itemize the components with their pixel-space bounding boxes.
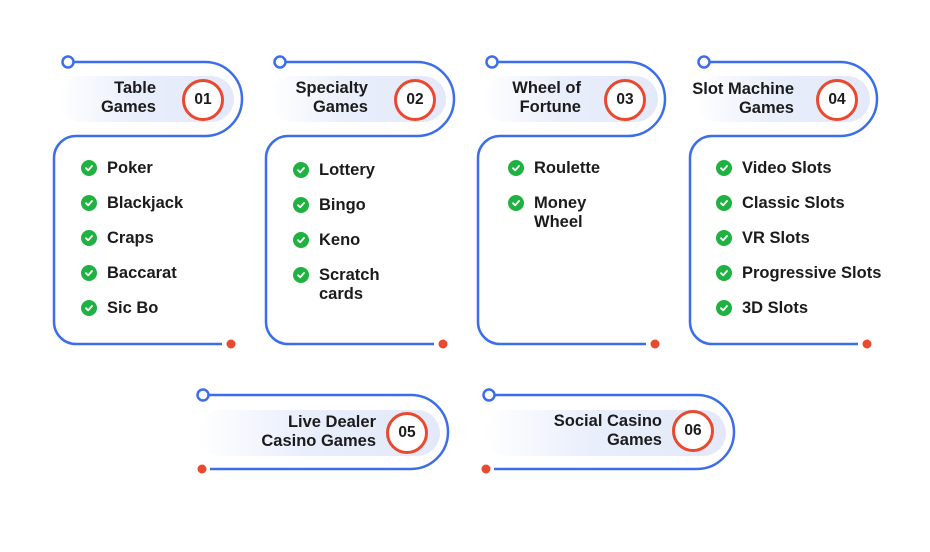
list-item: Keno [293,231,413,250]
list-item-label: VR Slots [742,229,810,247]
card-title-02: Specialty Games [296,79,368,117]
number-badge-02: 02 [394,79,436,121]
card-title-line2: Games [606,431,662,449]
list-item: Classic Slots [716,194,916,213]
list-item-label: Roulette [534,159,600,177]
start-dot-01 [61,55,75,69]
card-title-line1: Social Casino [553,412,662,430]
end-dot-01 [226,339,236,349]
end-dot-02 [438,339,448,349]
list-item-label: Money Wheel [534,194,587,231]
item-list-04: Video Slots Classic Slots VR Slots Progr… [716,159,916,334]
card-title-line1: Live Dealer [287,413,376,431]
check-icon [293,232,309,248]
list-item-label: Blackjack [107,194,184,212]
list-item: Sic Bo [81,299,231,318]
card-title-03: Wheel of Fortune [512,79,581,117]
list-item-label: Progressive Slots [742,264,882,282]
start-dot-04 [697,55,711,69]
start-dot-06 [482,388,496,402]
start-dot-05 [196,388,210,402]
list-item: VR Slots [716,229,916,248]
card-title-line1: Slot Machine [692,80,794,98]
list-item: Video Slots [716,159,916,178]
list-item: Money Wheel [508,194,604,232]
card-title-05: Live Dealer Casino Games [261,413,376,451]
check-icon [508,195,524,211]
check-icon [293,197,309,213]
number-badge-03: 03 [604,79,646,121]
check-icon [81,265,97,281]
list-item-label: Poker [107,159,153,177]
frame-03 [476,60,667,346]
start-dot-02 [273,55,287,69]
number-badge-01: 01 [182,79,224,121]
frame-01 [52,60,244,346]
list-item-label: Scratch cards [319,266,380,303]
end-dot-04 [862,339,872,349]
card-title-line1: Wheel of [512,79,581,97]
list-item: Roulette [508,159,628,178]
check-icon [81,300,97,316]
list-item: Lottery [293,161,413,180]
list-item: Blackjack [81,194,231,213]
check-icon [716,160,732,176]
list-item: 3D Slots [716,299,916,318]
list-item: Bingo [293,196,413,215]
item-list-01: Poker Blackjack Craps Baccarat Sic Bo [81,159,231,334]
list-item-label: Sic Bo [107,299,159,317]
check-icon [716,265,732,281]
card-title-04: Slot Machine Games [692,80,794,118]
card-title-line2: Games [312,98,368,116]
list-item-label: Craps [107,229,154,247]
check-icon [716,195,732,211]
check-icon [81,230,97,246]
card-title-line2: Fortune [519,98,581,116]
card-title-line1: Table [114,79,156,97]
number-badge-05: 05 [386,412,428,454]
list-item-label: Keno [319,231,361,249]
check-icon [81,160,97,176]
list-item: Progressive Slots [716,264,916,283]
card-title-01: Table Games [101,79,156,117]
item-list-03: Roulette Money Wheel [508,159,628,248]
list-item-label: Video Slots [742,159,832,177]
frame-06 [494,393,736,471]
check-icon [293,267,309,283]
number-badge-06: 06 [672,410,714,452]
check-icon [293,162,309,178]
number-badge-04: 04 [816,79,858,121]
list-item-label: Classic Slots [742,194,845,212]
check-icon [716,230,732,246]
card-title-line2: Games [100,98,156,116]
list-item: Poker [81,159,231,178]
check-icon [508,160,524,176]
end-dot-06 [481,464,491,474]
list-item: Craps [81,229,231,248]
end-dot-03 [650,339,660,349]
card-title-line2: Casino Games [261,432,376,450]
end-dot-05 [197,464,207,474]
check-icon [716,300,732,316]
list-item-label: Bingo [319,196,366,214]
item-list-02: Lottery Bingo Keno Scratch cards [293,161,413,320]
card-title-06: Social Casino Games [554,412,662,450]
check-icon [81,195,97,211]
frame-05 [209,393,450,471]
list-item-label: Lottery [319,161,375,179]
list-item: Baccarat [81,264,231,283]
card-title-line1: Specialty [295,79,368,97]
list-item-label: Baccarat [107,264,177,282]
frame-02 [264,60,456,346]
start-dot-03 [485,55,499,69]
list-item-label: 3D Slots [742,299,809,317]
card-title-line2: Games [738,99,794,117]
list-item: Scratch cards [293,266,399,304]
frame-04 [688,60,879,346]
